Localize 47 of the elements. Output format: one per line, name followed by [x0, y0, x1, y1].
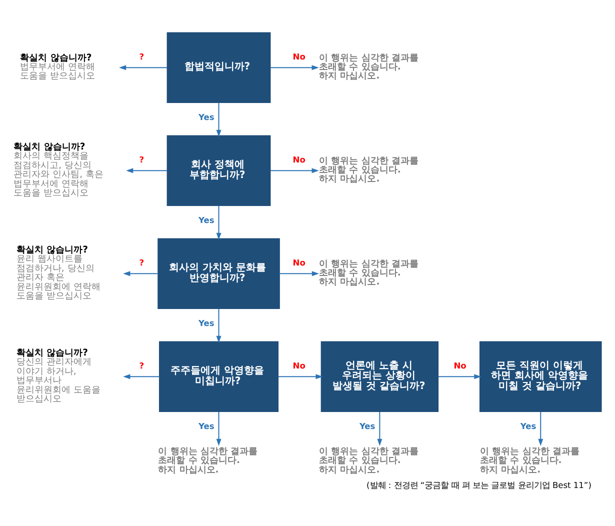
- edge-label: No: [292, 257, 306, 268]
- node-box: 모든 직원이 이렇게 하면 회사에 악영향을 미칠 것 같습니까?: [479, 340, 602, 412]
- arrow: [538, 411, 544, 446]
- node-text: 이 행위는 심각한 결과를 초래할 수 있습니다. 하지 마십시오.: [318, 154, 419, 184]
- node-text: 이 행위는 심각한 결과를 초래할 수 있습니다. 하지 마십시오.: [318, 445, 419, 475]
- node-box: 주주들에게 악영향을 미칩니까?: [158, 340, 279, 412]
- edge-label: Yes: [198, 112, 214, 122]
- edge-label: No: [292, 51, 306, 62]
- edge-label: Yes: [520, 420, 536, 431]
- arrow: [216, 102, 222, 136]
- edge-label: Yes: [198, 420, 214, 431]
- arrow: [270, 64, 319, 70]
- arrow: [438, 374, 482, 379]
- arrow: [377, 411, 382, 446]
- node-box: 회사의 가치와 문화를 반영합니까?: [158, 238, 280, 309]
- node-text: 확실치 않습니까? 당신의 관리자에게 이야기 하거나, 법무부서나 윤리위원회에 도움을 받으십시오: [16, 346, 100, 404]
- arrow: [216, 411, 222, 446]
- caption: (발췌 : 전경련 “궁금할 때 펴 보는 글로벌 윤리기업 Best 11”): [366, 480, 592, 490]
- edge-label: Yes: [198, 318, 214, 328]
- node-box: 언론에 노출 시 우려되는 상황이 발생될 것 같습니까?: [320, 340, 439, 412]
- node-box: 합법적입니까?: [166, 32, 271, 103]
- arrow: [270, 168, 319, 173]
- edge-label: No: [292, 154, 306, 164]
- node-text: 확실치 않습니까? 윤리 웹사이트를 점검하거나, 당신의 관리자 혹은 윤리위원회에 연락해 도움을 받으십시오: [16, 244, 100, 301]
- edge-label: ?: [139, 360, 144, 370]
- arrow: [123, 270, 158, 276]
- node-box: 회사 정책에 부합합니까?: [166, 134, 271, 206]
- edge-label: No: [292, 360, 306, 370]
- edge-label: ?: [139, 154, 144, 164]
- arrow: [216, 308, 222, 342]
- node-text: 이 행위는 심각한 결과를 초래할 수 있습니다. 하지 마십시오.: [318, 258, 419, 288]
- arrow: [123, 374, 160, 379]
- node-text: 이 행위는 심각한 결과를 초래할 수 있습니다. 하지 마십시오.: [480, 445, 580, 475]
- edge-label: Yes: [198, 214, 214, 225]
- arrow: [280, 270, 319, 276]
- edge-label: Yes: [359, 420, 376, 431]
- arrow: [278, 374, 323, 379]
- arrow: [216, 205, 222, 240]
- node-text: 이 행위는 심각한 결과를 초래할 수 있습니다. 하지 마십시오.: [158, 445, 258, 475]
- arrow: [126, 168, 168, 173]
- node-text: 확실치 않습니까? 법무부서에 연락해 도움을 받으십시오: [20, 52, 96, 82]
- edge-label: No: [454, 360, 466, 370]
- edge-label: ?: [139, 257, 144, 268]
- arrow: [118, 64, 168, 70]
- node-text: 확실치 않습니까? 회사의 핵심정책을 점검하시고, 당신의 관리자와 인사팀, 혹은 법무부서에 연락해 도움을 받으십시오: [14, 140, 104, 198]
- edge-label: ?: [139, 51, 144, 62]
- node-text: 이 행위는 심각한 결과를 초래할 수 있습니다. 하지 마십시오.: [318, 52, 419, 82]
